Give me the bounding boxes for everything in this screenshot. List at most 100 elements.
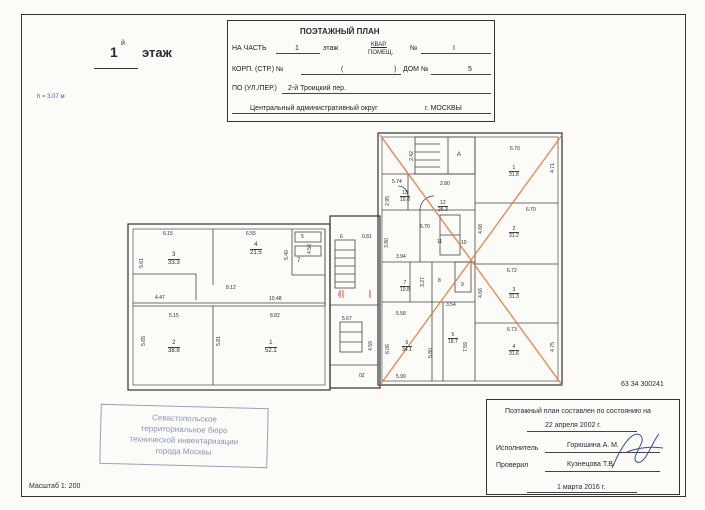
number-value: I (453, 45, 455, 52)
dimension-label: 6.15 (163, 231, 173, 237)
dimension-label: 4.66 (477, 288, 484, 298)
part-value: 1 (295, 45, 299, 52)
dom-label: ДОМ № (403, 66, 429, 73)
street-label: ПО (УЛ./ПЕР.) (232, 85, 277, 92)
district-value: Центральный административный округ (250, 105, 378, 112)
room-label: 6 (340, 234, 343, 240)
dimension-label: 6.72 (507, 268, 517, 274)
dimension-label: 02 (359, 373, 365, 379)
dimension-label: 6.55 (246, 231, 256, 237)
korp-line (301, 74, 401, 75)
dimension-label: 4.56 (306, 244, 313, 254)
dimension-label: 4.71 (549, 163, 556, 173)
checker-line (545, 471, 660, 472)
korp-close: ) (394, 66, 397, 73)
code-number: 63 34 300241 (621, 381, 664, 388)
room-label: 7 (297, 258, 301, 264)
title-text: ПОЭТАЖНЫЙ ПЛАН (300, 27, 380, 36)
kvar-label: КВАР. (371, 42, 387, 48)
dimension-label: 6.70 (526, 207, 536, 213)
korp-value: ( (341, 66, 344, 73)
checker-label: Проверил (496, 462, 529, 469)
bti-stamp: Севастопольское территориальное бюро тех… (99, 403, 269, 469)
dimension-label: 4.47 (155, 295, 165, 301)
dimension-label: 5.74 (392, 179, 402, 185)
number-sign: № (410, 45, 418, 52)
dimension-label: 6.73 (507, 327, 517, 333)
floor-word: этаж (142, 45, 172, 60)
pomesh-label: ПОМЕЩ. (368, 50, 394, 56)
room-label: 8 (438, 278, 441, 284)
executor-line (545, 452, 660, 453)
dimension-label: 5.40 (283, 250, 290, 260)
korp-label: КОРП. (СТР.) № (232, 66, 284, 73)
dimension-label: 3.27 (419, 277, 426, 287)
stair-letter: A (457, 152, 462, 158)
dimension-label: 3.94 (396, 254, 406, 260)
floor-number: 1 (110, 44, 118, 60)
room-label: 5 (301, 234, 304, 240)
cert-date1: 22 апреля 2002 г. (545, 422, 601, 429)
dimension-label: 5.80 (427, 348, 434, 358)
floor-underline (94, 68, 138, 69)
date1-line (527, 431, 637, 432)
height-label: h = 3.07 м (37, 94, 65, 100)
section-mark: II (338, 292, 341, 298)
dimension-label: 6.70 (420, 224, 430, 230)
dimension-label: 5.81 (215, 336, 222, 346)
dimension-label: 5.58 (396, 311, 406, 317)
street-line (282, 93, 491, 94)
room-label: 11 (437, 239, 443, 245)
dimension-label: 5.61 (138, 258, 145, 268)
dom-line (431, 74, 491, 75)
city-value: г. МОСКВЫ (425, 105, 462, 112)
district-line (232, 113, 491, 114)
executor-label: Исполнитель (496, 445, 539, 452)
room-label: 9 (461, 282, 464, 288)
dimension-label: 3.54 (446, 302, 456, 308)
room-label: 10 (461, 240, 467, 246)
dimension-label: 10.48 (269, 296, 282, 302)
dimension-label: 6.06 (384, 344, 391, 354)
date2-line (527, 492, 637, 493)
dimension-label: 8.82 (270, 313, 280, 319)
dimension-label: 7.59 (462, 342, 469, 352)
dimension-label: 5.67 (342, 316, 352, 322)
dimension-label: 2.80 (440, 181, 450, 187)
title-block: ПОЭТАЖНЫЙ ПЛАН НА ЧАСТЬ 1 этаж КВАР. ПОМ… (227, 20, 495, 122)
signature (611, 433, 664, 469)
dimension-label: 8.12 (226, 285, 236, 291)
sheet-frame (21, 14, 686, 497)
cert-date2: 1 марта 2016 г. (557, 484, 606, 491)
dimension-label: 5.99 (396, 374, 406, 380)
dimension-label: 4.75 (549, 342, 556, 352)
section-mark: I (369, 292, 371, 298)
dimension-label: 3.80 (383, 238, 390, 248)
number-line (421, 53, 491, 54)
dimension-label: 2.42 (408, 151, 415, 161)
executor-name: Горюшина А. М. (567, 442, 619, 449)
cert-line1: Поэтажный план составлен по состоянию на (505, 408, 651, 415)
dimension-label: 5.15 (169, 313, 179, 319)
part-label: НА ЧАСТЬ (232, 45, 267, 52)
dimension-label: 2.95 (384, 196, 391, 206)
floor-superscript: й (121, 40, 125, 47)
certificate-block: Поэтажный план составлен по состоянию на… (486, 399, 680, 495)
checker-name: Кузнецова Т.В. (567, 461, 615, 468)
dimension-label: 4.68 (477, 224, 484, 234)
part-unit: этаж (323, 45, 339, 52)
dimension-label: 6.70 (510, 146, 520, 152)
dom-value: 5 (468, 66, 472, 73)
street-value: 2-й Троицкий пер. (288, 85, 347, 92)
dimension-label: 5.65 (140, 336, 147, 346)
